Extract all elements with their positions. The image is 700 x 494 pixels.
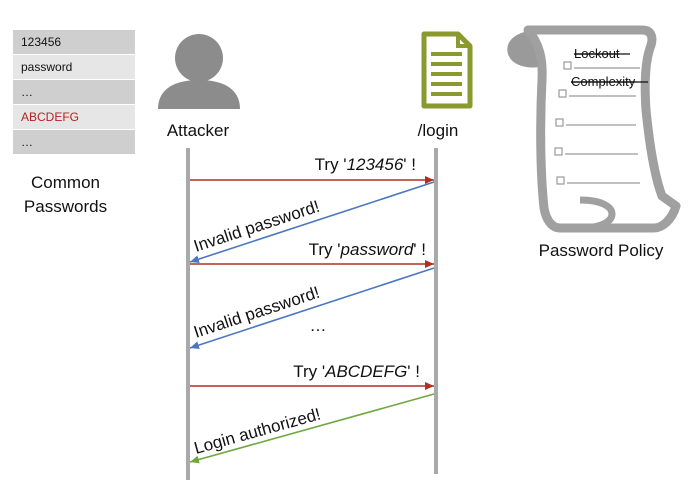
common-passwords-caption: Common Passwords	[23, 173, 108, 216]
password-row: …	[13, 130, 135, 154]
attacker-label: Attacker	[167, 121, 230, 140]
document-icon	[421, 31, 473, 109]
login-endpoint-label: /login	[418, 121, 459, 140]
person-icon	[158, 34, 240, 109]
password-row: password	[13, 55, 135, 79]
success-response-arrow	[189, 393, 435, 464]
request-label: Try '123456' !	[315, 155, 416, 174]
common-passwords-table: 123456 password … ABCDEFG …	[13, 30, 135, 155]
password-policy-caption: Password Policy	[539, 241, 664, 260]
password-row: 123456	[13, 30, 135, 54]
invalid-response-arrow	[189, 181, 435, 263]
invalid-response-arrow	[189, 267, 435, 349]
request-label: Try 'password' !	[309, 240, 426, 259]
password-row: …	[13, 80, 135, 104]
invalid-response-label: Invalid password!	[191, 197, 322, 256]
invalid-response-label: Invalid password!	[191, 283, 322, 342]
scroll-icon	[507, 25, 681, 233]
password-row-highlighted: ABCDEFG	[13, 105, 135, 129]
request-label: Try 'ABCDEFG' !	[293, 362, 420, 381]
ellipsis-label: …	[310, 316, 327, 335]
